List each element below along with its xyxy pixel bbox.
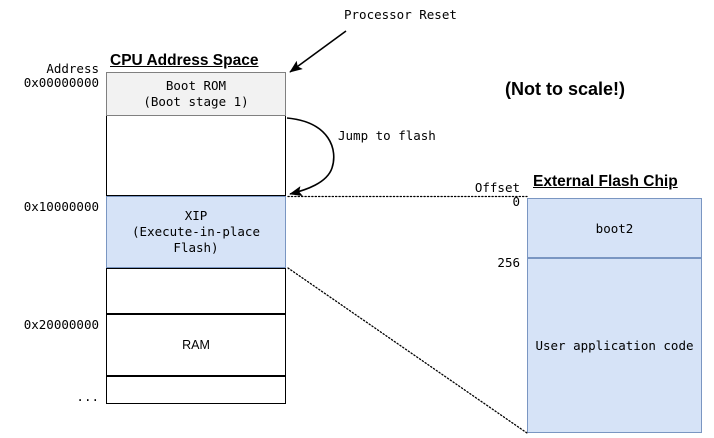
memory-segment-label: XIP (Execute-in-place Flash) xyxy=(132,207,260,256)
offset-column-header: Offset xyxy=(474,180,520,195)
address-label-ellipsis: ... xyxy=(76,389,99,404)
address-label-xip: 0x10000000 xyxy=(23,199,99,214)
processor-reset-arrow xyxy=(289,30,347,73)
memory-segment-label: RAM xyxy=(182,337,210,352)
jump-to-flash-arrow xyxy=(286,117,335,197)
address-column-header: Address xyxy=(46,61,99,76)
processor-reset-label: Processor Reset xyxy=(344,7,457,22)
flash-memory-map: boot2 User application code xyxy=(527,198,702,433)
memory-segment-reserved-3[interactable] xyxy=(106,376,286,404)
flash-segment-boot2[interactable]: boot2 xyxy=(527,198,702,258)
memory-segment-reserved-2[interactable] xyxy=(106,268,286,314)
offset-label-user-application: 256 xyxy=(497,255,520,270)
offset-label-boot2: 0 xyxy=(512,194,520,209)
address-label-boot-rom: 0x00000000 xyxy=(23,75,99,90)
memory-segment-boot-rom[interactable]: Boot ROM (Boot stage 1) xyxy=(106,72,286,116)
external-flash-chip-title: External Flash Chip xyxy=(533,173,678,190)
memory-segment-ram[interactable]: RAM xyxy=(106,314,286,376)
memory-segment-xip[interactable]: XIP (Execute-in-place Flash) xyxy=(106,196,286,268)
xip-to-flash-bottom-connector xyxy=(287,267,528,434)
cpu-address-space-title: CPU Address Space xyxy=(110,52,259,69)
jump-to-flash-label: Jump to flash xyxy=(338,128,436,143)
cpu-memory-map: Boot ROM (Boot stage 1) XIP (Execute-in-… xyxy=(106,72,286,404)
memory-segment-reserved-1[interactable] xyxy=(106,116,286,196)
flash-segment-user-application[interactable]: User application code xyxy=(527,258,702,433)
address-label-ram: 0x20000000 xyxy=(23,317,99,332)
flash-segment-label: User application code xyxy=(535,338,694,353)
flash-segment-label: boot2 xyxy=(595,220,634,236)
memory-segment-label: Boot ROM (Boot stage 1) xyxy=(143,77,249,109)
not-to-scale-note: (Not to scale!) xyxy=(505,79,626,99)
